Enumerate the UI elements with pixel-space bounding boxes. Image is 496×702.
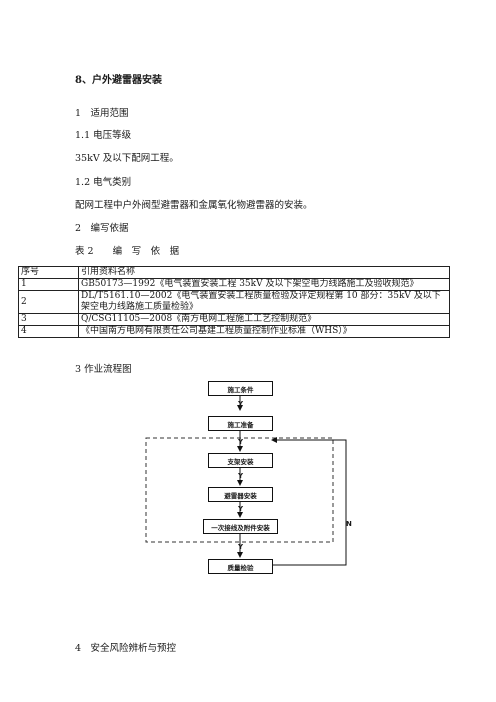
- flow-step-preparation: 施工准备: [208, 416, 273, 431]
- section-title: 8、户外避雷器安装: [75, 75, 162, 86]
- section-1-1-text: 35kV 及以下配网工程。: [75, 153, 179, 164]
- flow-yes-label: Y: [238, 400, 244, 408]
- section-3-heading: 3 作业流程图: [75, 364, 132, 375]
- flow-step-arrester-install: 避雷器安装: [208, 487, 273, 502]
- table-caption: 表 2 编 写 依 据: [75, 246, 180, 257]
- table-header-row: 序号 引用资料名称: [18, 266, 450, 279]
- table-cell: 《中国南方电网有限责任公司基建工程质量控制作业标准（WHS）》: [78, 325, 450, 338]
- flow-yes-label: Y: [238, 438, 244, 446]
- flow-no-label: N: [346, 520, 352, 528]
- flow-step-wiring-accessories: 一次接线及附件安装: [203, 519, 278, 534]
- section-2-heading: 2 编写依据: [75, 223, 129, 234]
- section-4-heading: 4 安全风险辨析与预控: [75, 643, 177, 654]
- reference-table: 序号 引用资料名称 1 GB50173—1992《电气装置安装工程 35kV 及…: [18, 266, 450, 338]
- section-1-heading: 1 适用范围: [75, 108, 129, 119]
- section-1-1-heading: 1.1 电压等级: [75, 130, 132, 141]
- flow-step-construction-conditions: 施工条件: [208, 381, 273, 396]
- section-1-2-text: 配网工程中户外阀型避雷器和金属氧化物避雷器的安装。: [75, 200, 313, 211]
- flow-step-bracket-install: 支架安装: [208, 453, 273, 468]
- section-1-2-heading: 1.2 电气类别: [75, 177, 132, 188]
- table-row: 4 《中国南方电网有限责任公司基建工程质量控制作业标准（WHS）》: [18, 325, 450, 338]
- flow-yes-label: Y: [238, 505, 244, 513]
- flow-yes-label: Y: [238, 543, 244, 551]
- flow-yes-label: Y: [238, 472, 244, 480]
- table-cell: 4: [18, 325, 79, 338]
- flow-step-quality-inspection: 质量检验: [208, 559, 273, 574]
